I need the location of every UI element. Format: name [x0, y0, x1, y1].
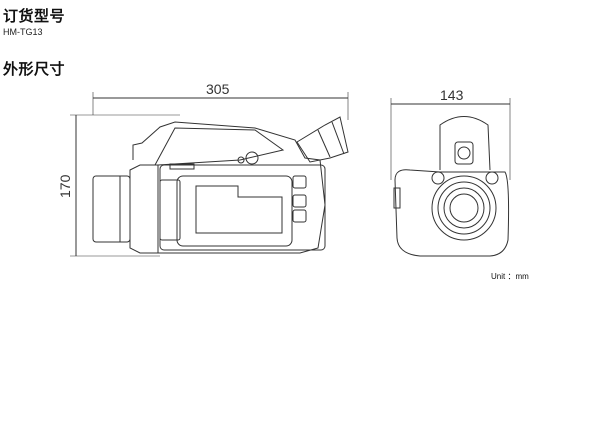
model-number: HM-TG13	[3, 27, 43, 37]
order-model-heading: 订货型号	[3, 7, 66, 25]
camera-front-view	[393, 116, 510, 257]
side-length-label: 305	[206, 81, 230, 97]
side-height-dimension: 170	[57, 114, 180, 257]
side-length-dimension: 305	[92, 81, 349, 120]
side-height-label: 170	[57, 174, 73, 198]
unit-label: Unit ：mm	[491, 272, 529, 281]
dimensions-heading: 外形尺寸	[3, 60, 66, 78]
front-width-dimension: 143	[390, 87, 511, 180]
front-width-label: 143	[440, 87, 464, 103]
camera-side-view	[92, 116, 349, 254]
